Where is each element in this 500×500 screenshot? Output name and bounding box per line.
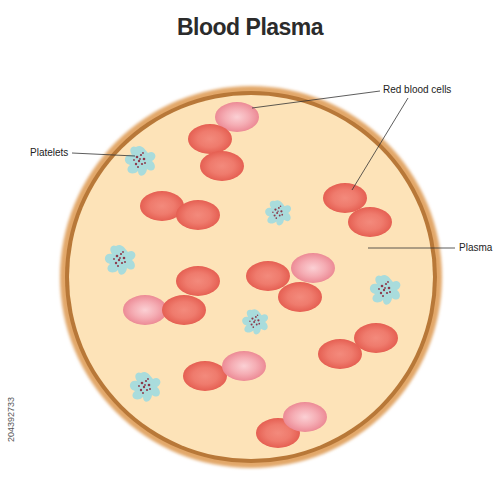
rbc [323, 183, 367, 213]
rbc [354, 323, 398, 353]
leader-line [352, 98, 408, 190]
rbc [123, 295, 167, 325]
platelet [242, 309, 268, 334]
rbc [348, 207, 392, 237]
rbc [188, 124, 232, 154]
part-label: Plasma [459, 242, 492, 253]
dish-border [65, 91, 437, 463]
rbc [176, 266, 220, 296]
rbc [176, 200, 220, 230]
dish-rim [60, 86, 442, 468]
leader-line [72, 153, 135, 156]
red-blood-cells [123, 102, 398, 448]
rbc [162, 295, 206, 325]
platelet [105, 245, 136, 275]
platelet [370, 275, 401, 305]
watermark: 204392733 [6, 397, 16, 442]
rbc [246, 261, 290, 291]
leader-line [368, 248, 455, 249]
diagram-title: Blood Plasma [177, 14, 323, 41]
rbc [283, 402, 327, 432]
platelet [130, 372, 161, 402]
platelet [125, 146, 156, 176]
rbc [318, 339, 362, 369]
rbc [222, 351, 266, 381]
leader-lines [72, 91, 455, 248]
platelet [265, 200, 291, 225]
part-label: Red blood cells [383, 84, 451, 95]
rbc [200, 151, 244, 181]
plasma-fill [69, 95, 433, 459]
rbc [291, 253, 335, 283]
platelets [105, 146, 401, 402]
leader-line [252, 91, 380, 108]
rbc [278, 282, 322, 312]
part-label: Platelets [30, 147, 68, 158]
rbc [183, 361, 227, 391]
